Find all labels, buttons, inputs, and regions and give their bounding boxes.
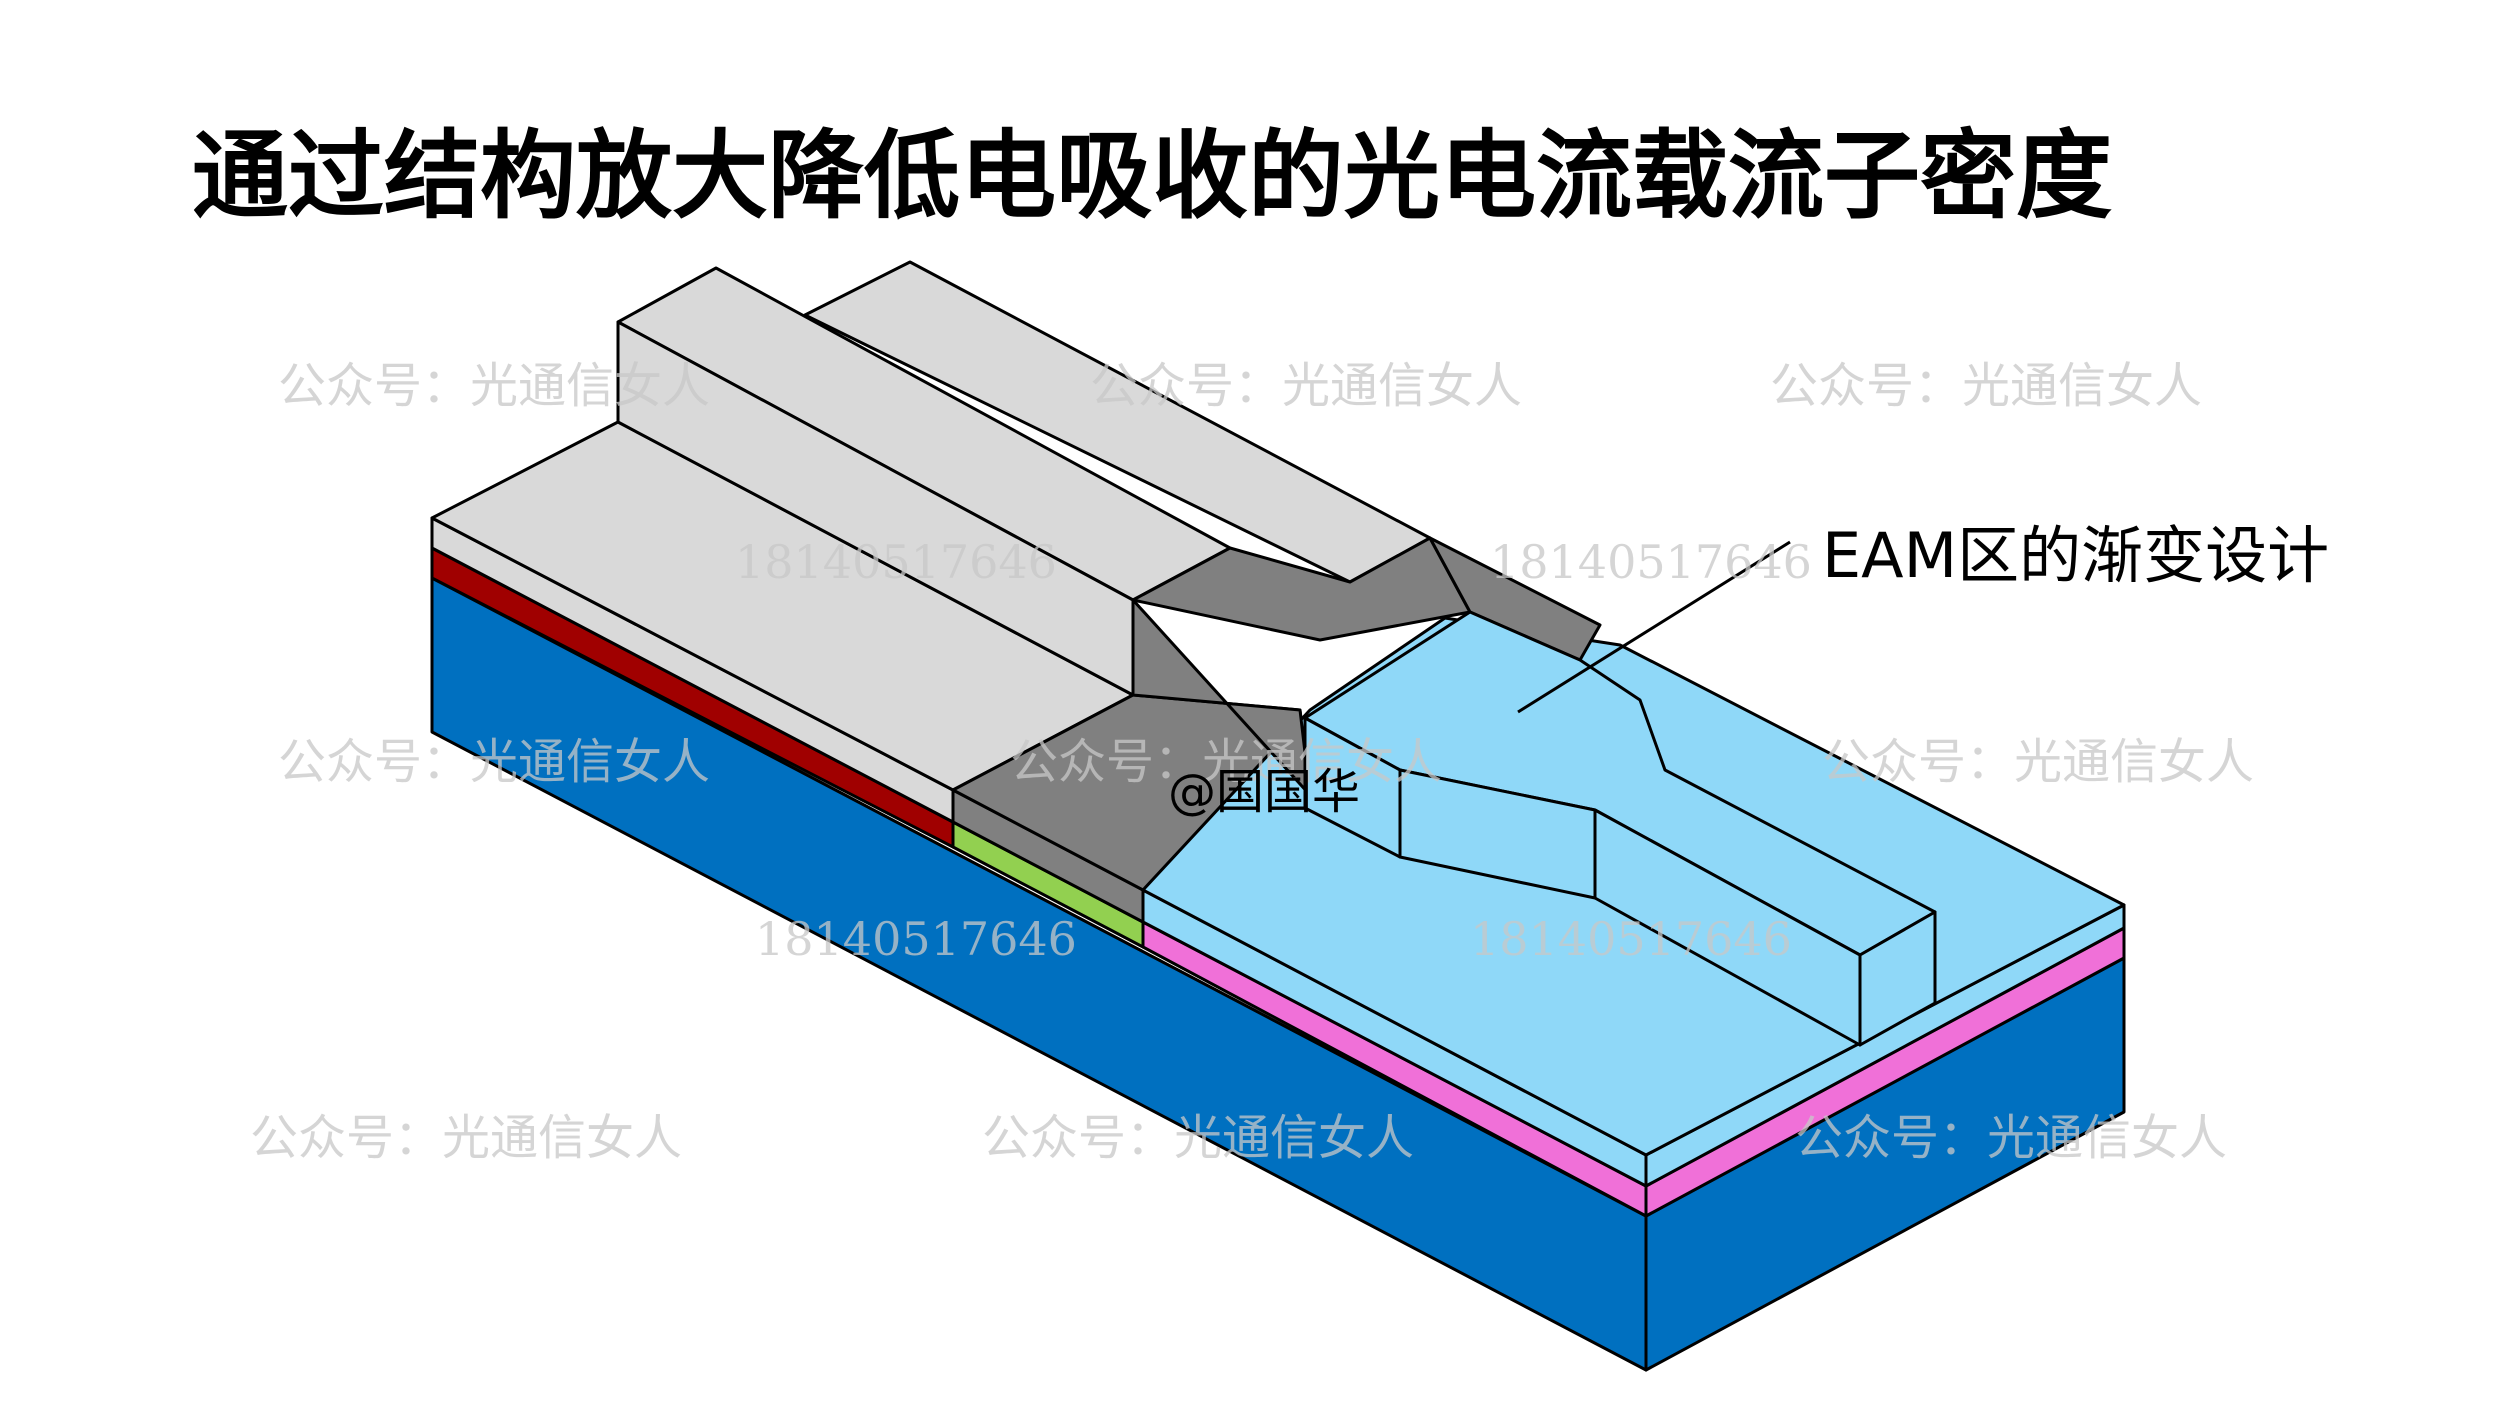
callout-leader-line bbox=[1517, 540, 1791, 714]
eam-callout-label: EAM区的渐变设计 bbox=[1822, 519, 2330, 592]
page-title: 通过结构放大降低电吸收的光电流载流子密度 bbox=[192, 120, 2112, 232]
taper-front bbox=[1131, 598, 1312, 797]
eam-waveguide-end bbox=[1858, 910, 1937, 1047]
author-tag: @国国华 bbox=[1168, 764, 1361, 820]
